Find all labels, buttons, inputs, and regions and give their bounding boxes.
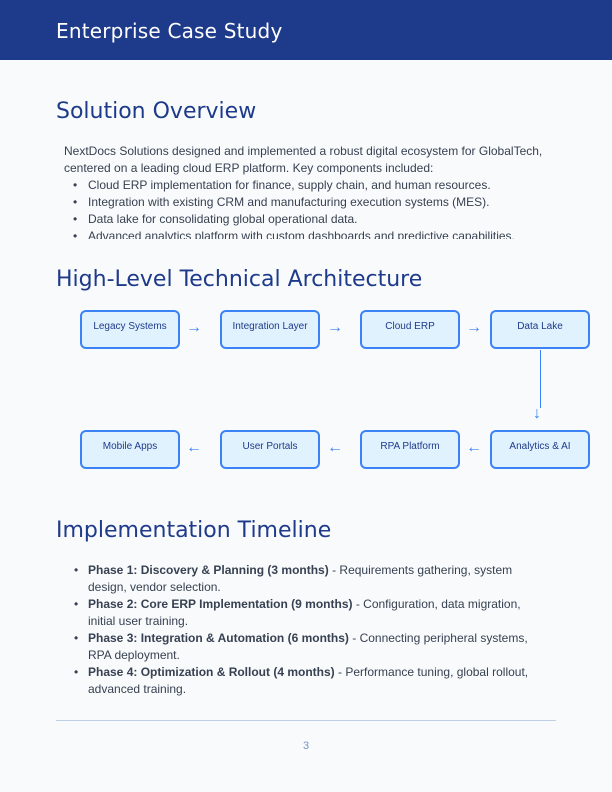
list-item: Integration with existing CRM and manufa… (64, 194, 554, 211)
arrow-right-icon: → (327, 319, 343, 336)
arrow-left-icon: ← (186, 439, 202, 456)
node-rpa-platform: RPA Platform (360, 430, 460, 469)
node-integration-layer: Integration Layer (220, 310, 320, 349)
overview-intro: NextDocs Solutions designed and implemen… (64, 144, 543, 175)
node-legacy-systems: Legacy Systems (80, 310, 180, 349)
list-item: Advanced analytics platform with custom … (64, 228, 554, 239)
arrow-down-icon: ↓ (533, 405, 541, 422)
page-header: Enterprise Case Study (0, 0, 612, 60)
list-item: Phase 4: Optimization & Rollout (4 month… (64, 664, 544, 698)
phase-description: - Configuration, data migration, initial… (88, 597, 521, 628)
list-item: Phase 2: Core ERP Implementation (9 mont… (64, 596, 544, 630)
phase-description: - Connecting peripheral systems, RPA dep… (88, 631, 528, 662)
arrow-right-icon: → (466, 319, 482, 336)
timeline-heading: Implementation Timeline (56, 518, 332, 543)
footer-divider (56, 720, 556, 721)
architecture-heading: High-Level Technical Architecture (56, 267, 423, 292)
arrow-left-icon: ← (327, 439, 343, 456)
list-item: Data lake for consolidating global opera… (64, 211, 554, 228)
list-item: Phase 3: Integration & Automation (6 mon… (64, 630, 544, 664)
phase-title: Phase 4: Optimization & Rollout (4 month… (88, 665, 335, 679)
phase-description: - Performance tuning, global rollout, ad… (88, 665, 529, 696)
phase-description: - Requirements gathering, system design,… (88, 563, 513, 594)
arrow-left-icon: ← (466, 439, 482, 456)
arrow-right-icon: → (186, 319, 202, 336)
node-user-portals: User Portals (220, 430, 320, 469)
list-item: Cloud ERP implementation for finance, su… (64, 177, 554, 194)
document-title: Enterprise Case Study (56, 19, 283, 43)
timeline-list: Phase 1: Discovery & Planning (3 months)… (64, 562, 544, 706)
list-item: Phase 1: Discovery & Planning (3 months)… (64, 562, 544, 596)
connector-line (540, 350, 541, 408)
node-analytics-ai: Analytics & AI (490, 430, 590, 469)
phase-title: Phase 2: Core ERP Implementation (9 mont… (88, 597, 353, 611)
node-cloud-erp: Cloud ERP (360, 310, 460, 349)
phase-title: Phase 1: Discovery & Planning (3 months) (88, 563, 329, 577)
solution-overview-heading: Solution Overview (56, 99, 257, 124)
node-data-lake: Data Lake (490, 310, 590, 349)
page-number: 3 (302, 740, 310, 752)
node-mobile-apps: Mobile Apps (80, 430, 180, 469)
phase-title: Phase 3: Integration & Automation (6 mon… (88, 631, 349, 645)
solution-overview-body: NextDocs Solutions designed and implemen… (64, 143, 554, 239)
